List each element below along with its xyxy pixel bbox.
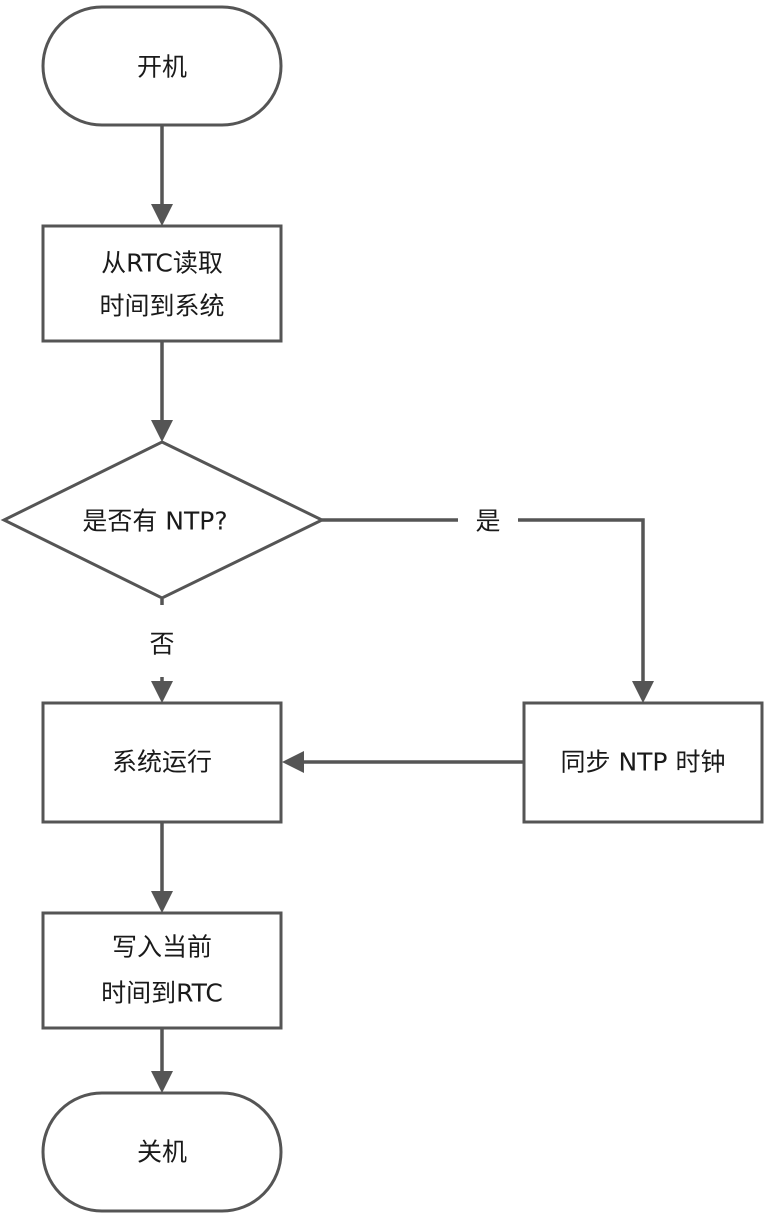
node-read-rtc: 从RTC读取 时间到系统 xyxy=(41,224,283,343)
decision-shape xyxy=(0,440,326,600)
edge-label-yes: 是 xyxy=(475,507,500,536)
process-shape xyxy=(41,911,283,1030)
arrowhead-running-to-write xyxy=(151,891,173,913)
node-write-rtc-line1: 写入当前 xyxy=(112,933,212,962)
arrowhead-decision-to-running xyxy=(151,681,173,703)
arrowhead-sync-to-running xyxy=(282,751,304,773)
node-sync-ntp-label: 同步 NTP 时钟 xyxy=(561,748,726,777)
node-write-rtc-line2: 时间到RTC xyxy=(101,979,223,1008)
terminal-shape xyxy=(41,1091,283,1213)
node-read-rtc-line2: 时间到系统 xyxy=(99,292,224,321)
process-shape xyxy=(41,701,283,824)
process-shape xyxy=(41,224,283,343)
node-shutdown-label: 关机 xyxy=(137,1138,187,1167)
process-shape xyxy=(522,701,764,824)
node-has-ntp: 是否有 NTP? xyxy=(0,440,326,600)
edge-label-no-group: 否 xyxy=(140,605,184,677)
node-shutdown: 关机 xyxy=(41,1091,283,1213)
edge-label-no: 否 xyxy=(149,630,174,659)
terminal-shape xyxy=(41,5,283,127)
arrowhead-decision-to-sync xyxy=(632,681,654,703)
edge-decision-to-sync xyxy=(322,518,645,683)
node-start-label: 开机 xyxy=(137,53,187,82)
node-sync-ntp: 同步 NTP 时钟 xyxy=(522,701,764,824)
edge-label-yes-group: 是 xyxy=(458,500,518,540)
arrowhead-start-to-read xyxy=(151,204,173,226)
arrowhead-write-to-shutdown xyxy=(151,1071,173,1093)
node-running: 系统运行 xyxy=(41,701,283,824)
node-write-rtc: 写入当前 时间到RTC xyxy=(41,911,283,1030)
node-start: 开机 xyxy=(41,5,283,127)
arrowhead-read-to-decision xyxy=(151,420,173,442)
node-running-label: 系统运行 xyxy=(112,748,212,777)
connectors xyxy=(151,126,654,1093)
node-has-ntp-label: 是否有 NTP? xyxy=(82,507,227,536)
node-read-rtc-line1: 从RTC读取 xyxy=(101,249,223,278)
